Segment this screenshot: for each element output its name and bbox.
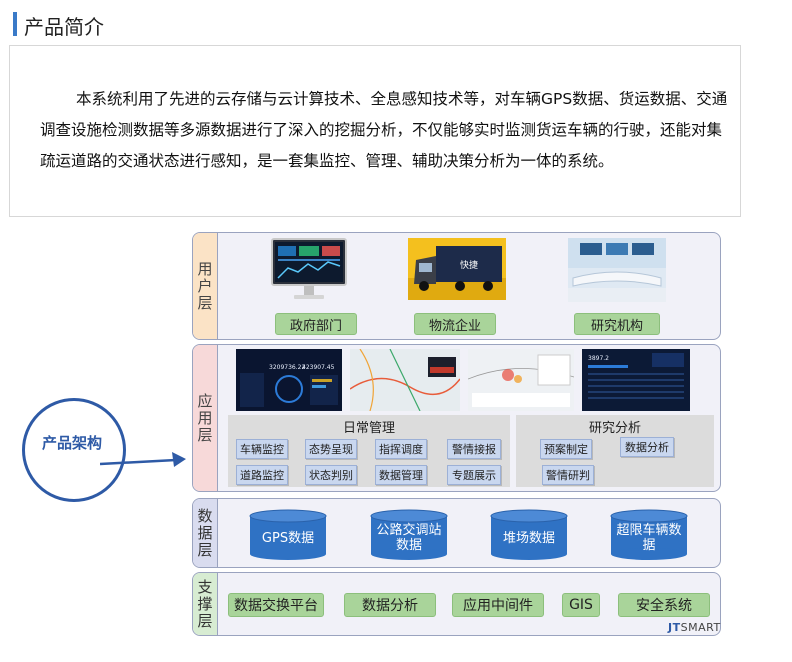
data-cylinder-traffic-survey: 公路交调站 数据 bbox=[370, 509, 448, 560]
user-layer: 用户层 快捷 bbox=[192, 232, 721, 340]
support-tag-exchange: 数据交换平台 bbox=[228, 593, 324, 617]
tag-state-recognition: 状态判别 bbox=[305, 465, 357, 485]
tag-vehicle-monitoring: 车辆监控 bbox=[236, 439, 288, 459]
user-tag-logistics: 物流企业 bbox=[414, 313, 496, 335]
architecture-circle bbox=[22, 398, 126, 502]
support-tag-analysis: 数据分析 bbox=[344, 593, 436, 617]
data-layer-label: 数据层 bbox=[193, 499, 217, 567]
research-analysis-title: 研究分析 bbox=[588, 421, 641, 436]
tag-alert-receiving: 警情接报 bbox=[447, 439, 501, 459]
tag-alert-judgment: 警情研判 bbox=[542, 465, 594, 485]
support-layer-label: 支撑层 bbox=[193, 573, 217, 635]
data-cylinder-yard: 堆场数据 bbox=[490, 509, 568, 560]
control-room-image bbox=[568, 238, 666, 302]
section-title: 产品简介 bbox=[24, 15, 104, 39]
svg-text:3209736.22: 3209736.22 bbox=[269, 364, 305, 371]
user-layer-label: 用户层 bbox=[193, 233, 217, 339]
dark-dashboard-screenshot: 3209736.22 423907.45 bbox=[236, 349, 342, 411]
data-layer: 数据层 GPS数据 公路交调站 数据 堆场数据 超限车辆数 据 bbox=[192, 498, 721, 568]
monitor-dashboard-image bbox=[270, 238, 348, 302]
daily-management-title: 日常管理 bbox=[342, 421, 395, 436]
daily-management-panel: 日常管理 车辆监控 态势呈现 指挥调度 警情接报 道路监控 状态判别 数据管理 … bbox=[228, 415, 510, 487]
user-tag-government: 政府部门 bbox=[275, 313, 357, 335]
data-cylinder-overlimit: 超限车辆数 据 bbox=[610, 509, 688, 560]
intro-box: 本系统利用了先进的云存储与云计算技术、全息感知技术等，对车辆GPS数据、货运数据… bbox=[9, 45, 741, 217]
section-accent-bar bbox=[13, 12, 17, 36]
svg-text:快捷: 快捷 bbox=[460, 259, 478, 271]
architecture-arrow-icon bbox=[100, 452, 186, 467]
research-analysis-panel: 研究分析 预案制定 数据分析 警情研判 bbox=[516, 415, 714, 487]
tag-situation-display: 态势呈现 bbox=[305, 439, 357, 459]
tag-road-monitoring: 道路监控 bbox=[236, 465, 288, 485]
traffic-map-screenshot bbox=[350, 349, 460, 411]
support-tag-gis: GIS bbox=[562, 593, 600, 617]
support-tag-middleware: 应用中间件 bbox=[452, 593, 544, 617]
architecture-label: 产品架构 bbox=[41, 434, 102, 452]
tag-data-management: 数据管理 bbox=[375, 465, 427, 485]
svg-text:423907.45: 423907.45 bbox=[302, 364, 335, 371]
svg-text:3897.2: 3897.2 bbox=[588, 355, 609, 362]
support-layer: 支撑层 数据交换平台 数据分析 应用中间件 GIS 安全系统 bbox=[192, 572, 721, 636]
data-cylinder-gps: GPS数据 bbox=[249, 509, 327, 560]
truck-image: 快捷 bbox=[408, 238, 506, 300]
heatmap-screenshot bbox=[468, 349, 574, 411]
brand-logo: JTSMART bbox=[668, 621, 721, 634]
tag-topic-display: 专题展示 bbox=[447, 465, 501, 485]
app-layer: 应用层 3209736.22 423907.45 bbox=[192, 344, 721, 492]
tag-command-dispatch: 指挥调度 bbox=[375, 439, 427, 459]
data-table-screenshot: 3897.2 bbox=[582, 349, 690, 411]
app-layer-label: 应用层 bbox=[193, 345, 217, 491]
tag-plan-making: 预案制定 bbox=[540, 439, 592, 459]
user-tag-research: 研究机构 bbox=[574, 313, 660, 335]
support-tag-security: 安全系统 bbox=[618, 593, 710, 617]
intro-text: 本系统利用了先进的云存储与云计算技术、全息感知技术等，对车辆GPS数据、货运数据… bbox=[40, 90, 728, 170]
tag-data-analysis: 数据分析 bbox=[620, 437, 674, 457]
